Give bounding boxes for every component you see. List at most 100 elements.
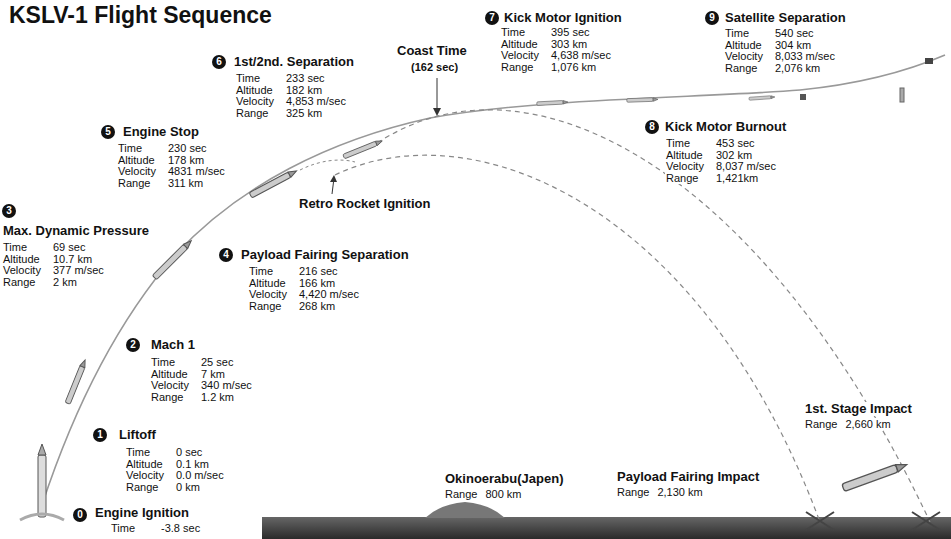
event-heading: Coast Time [396, 44, 468, 58]
data-value: 453 sec [715, 137, 756, 149]
event-heading: Retro Rocket Ignition [298, 197, 431, 211]
data-key: Velocity [235, 95, 275, 107]
data-key: Velocity [117, 165, 157, 177]
event-heading: Payload Fairing Impact [616, 470, 760, 484]
data-key: Velocity [125, 469, 165, 481]
event-heading: Engine Ignition [94, 506, 190, 520]
data-key: Altitude [235, 84, 274, 96]
data-value: 233 sec [285, 72, 326, 84]
data-value: 268 km [298, 300, 336, 312]
data-value: 303 km [550, 38, 588, 50]
data-value: 25 sec [200, 356, 234, 368]
data-key: Range [150, 391, 184, 403]
callout-number: 9 [705, 11, 719, 25]
callout-number: 8 [645, 120, 659, 134]
event-heading: Engine Stop [122, 125, 200, 139]
data-key: Range [235, 107, 269, 119]
data-value: 216 sec [298, 265, 339, 277]
callout-number: 6 [212, 55, 226, 69]
data-key: Range [444, 488, 478, 500]
data-key: Velocity [500, 49, 540, 61]
data-key: Time [150, 356, 176, 368]
callout-number: 7 [485, 11, 499, 25]
event-heading: (162 sec) [410, 61, 459, 73]
data-value: 302 km [715, 149, 753, 161]
data-value: 1,076 km [550, 61, 597, 73]
event-heading: Kick Motor Ignition [503, 11, 623, 25]
data-key: Time [2, 241, 28, 253]
data-key: Velocity [724, 50, 764, 62]
data-key: Velocity [248, 288, 288, 300]
data-key: Time [248, 265, 274, 277]
diagram-title: KSLV-1 Flight Sequence [8, 3, 273, 28]
data-value: 69 sec [52, 241, 86, 253]
event-heading: Kick Motor Burnout [664, 120, 787, 134]
data-value: 1,421km [715, 172, 759, 184]
data-key: Time [500, 26, 526, 38]
data-key: Range [248, 300, 282, 312]
data-key: Altitude [150, 368, 189, 380]
data-value: 0.0 m/sec [175, 469, 225, 481]
data-value: 0 km [175, 481, 201, 493]
data-value: 8,033 m/sec [774, 50, 836, 62]
data-value: 4,853 m/sec [285, 95, 347, 107]
data-key: Time [110, 522, 136, 534]
event-heading: 1st/2nd. Separation [233, 55, 355, 69]
data-value: 325 km [285, 107, 323, 119]
event-heading: Okinoerabu(Japen) [444, 472, 564, 486]
data-key: Altitude [248, 277, 287, 289]
data-value: 2,130 km [656, 486, 703, 498]
data-key: Velocity [150, 379, 190, 391]
data-key: Time [125, 446, 151, 458]
data-key: Time [665, 137, 691, 149]
data-key: Altitude [117, 154, 156, 166]
data-key: Altitude [665, 149, 704, 161]
data-value: 166 km [298, 277, 336, 289]
data-value: 377 m/sec [52, 264, 105, 276]
data-value: 395 sec [550, 26, 591, 38]
data-key: Range [804, 418, 838, 430]
data-value: 2 km [52, 276, 78, 288]
event-heading: 1st. Stage Impact [804, 402, 913, 416]
data-key: Altitude [724, 39, 763, 51]
data-value: 4831 m/sec [167, 165, 226, 177]
data-value: -3.8 sec [160, 522, 201, 534]
data-key: Altitude [2, 253, 41, 265]
callout-number: 5 [101, 125, 115, 139]
callout-number: 4 [219, 248, 233, 262]
data-key: Range [665, 172, 699, 184]
data-key: Altitude [125, 458, 164, 470]
data-key: Range [500, 61, 534, 73]
data-key: Altitude [500, 38, 539, 50]
data-value: 340 m/sec [200, 379, 253, 391]
data-key: Time [235, 72, 261, 84]
data-value: 540 sec [774, 27, 815, 39]
event-heading: Payload Fairing Separation [240, 248, 410, 262]
data-value: 0.1 km [175, 458, 210, 470]
data-key: Velocity [665, 160, 705, 172]
data-value: 8,037 m/sec [715, 160, 777, 172]
event-heading: Satellite Separation [724, 11, 847, 25]
data-value: 311 km [167, 177, 204, 189]
event-heading: Liftoff [118, 428, 157, 442]
data-value: 2,076 km [774, 62, 821, 74]
data-key: Range [616, 486, 650, 498]
data-value: 10.7 km [52, 253, 93, 265]
callout-number: 2 [126, 338, 140, 352]
data-key: Time [724, 27, 750, 39]
data-key: Range [125, 481, 159, 493]
data-value: 4,638 m/sec [550, 49, 612, 61]
callout-number: 1 [93, 428, 107, 442]
data-value: 230 sec [167, 142, 208, 154]
data-value: 182 km [285, 84, 323, 96]
data-value: 0 sec [175, 446, 203, 458]
data-value: 7 km [200, 368, 226, 380]
callout-number: 0 [73, 508, 87, 522]
data-value: 800 km [484, 488, 522, 500]
data-value: 304 km [774, 39, 812, 51]
data-value: 178 km [167, 154, 205, 166]
event-heading: Mach 1 [150, 338, 196, 352]
data-key: Time [117, 142, 143, 154]
event-heading: Max. Dynamic Pressure [2, 224, 150, 238]
